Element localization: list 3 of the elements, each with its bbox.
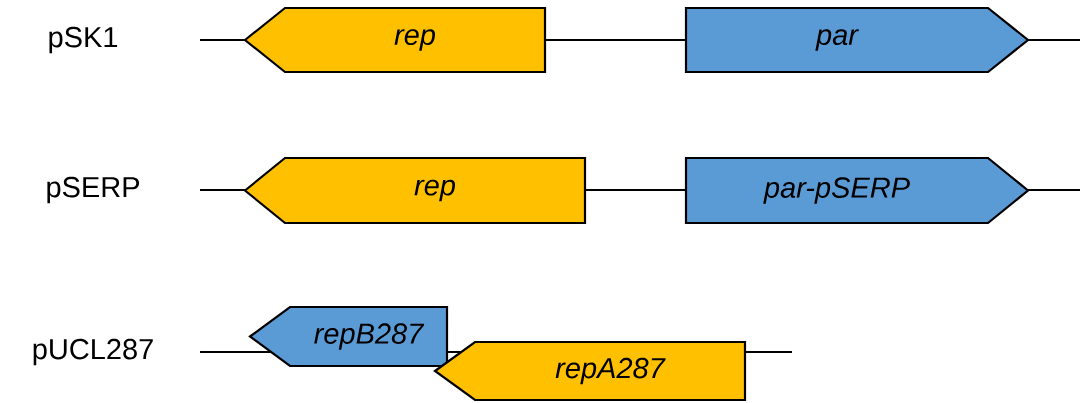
plasmid-label: pSK1 — [49, 26, 118, 54]
plasmid-label: pUCL287 — [33, 338, 153, 366]
plasmid-label: pSERP — [47, 176, 140, 204]
